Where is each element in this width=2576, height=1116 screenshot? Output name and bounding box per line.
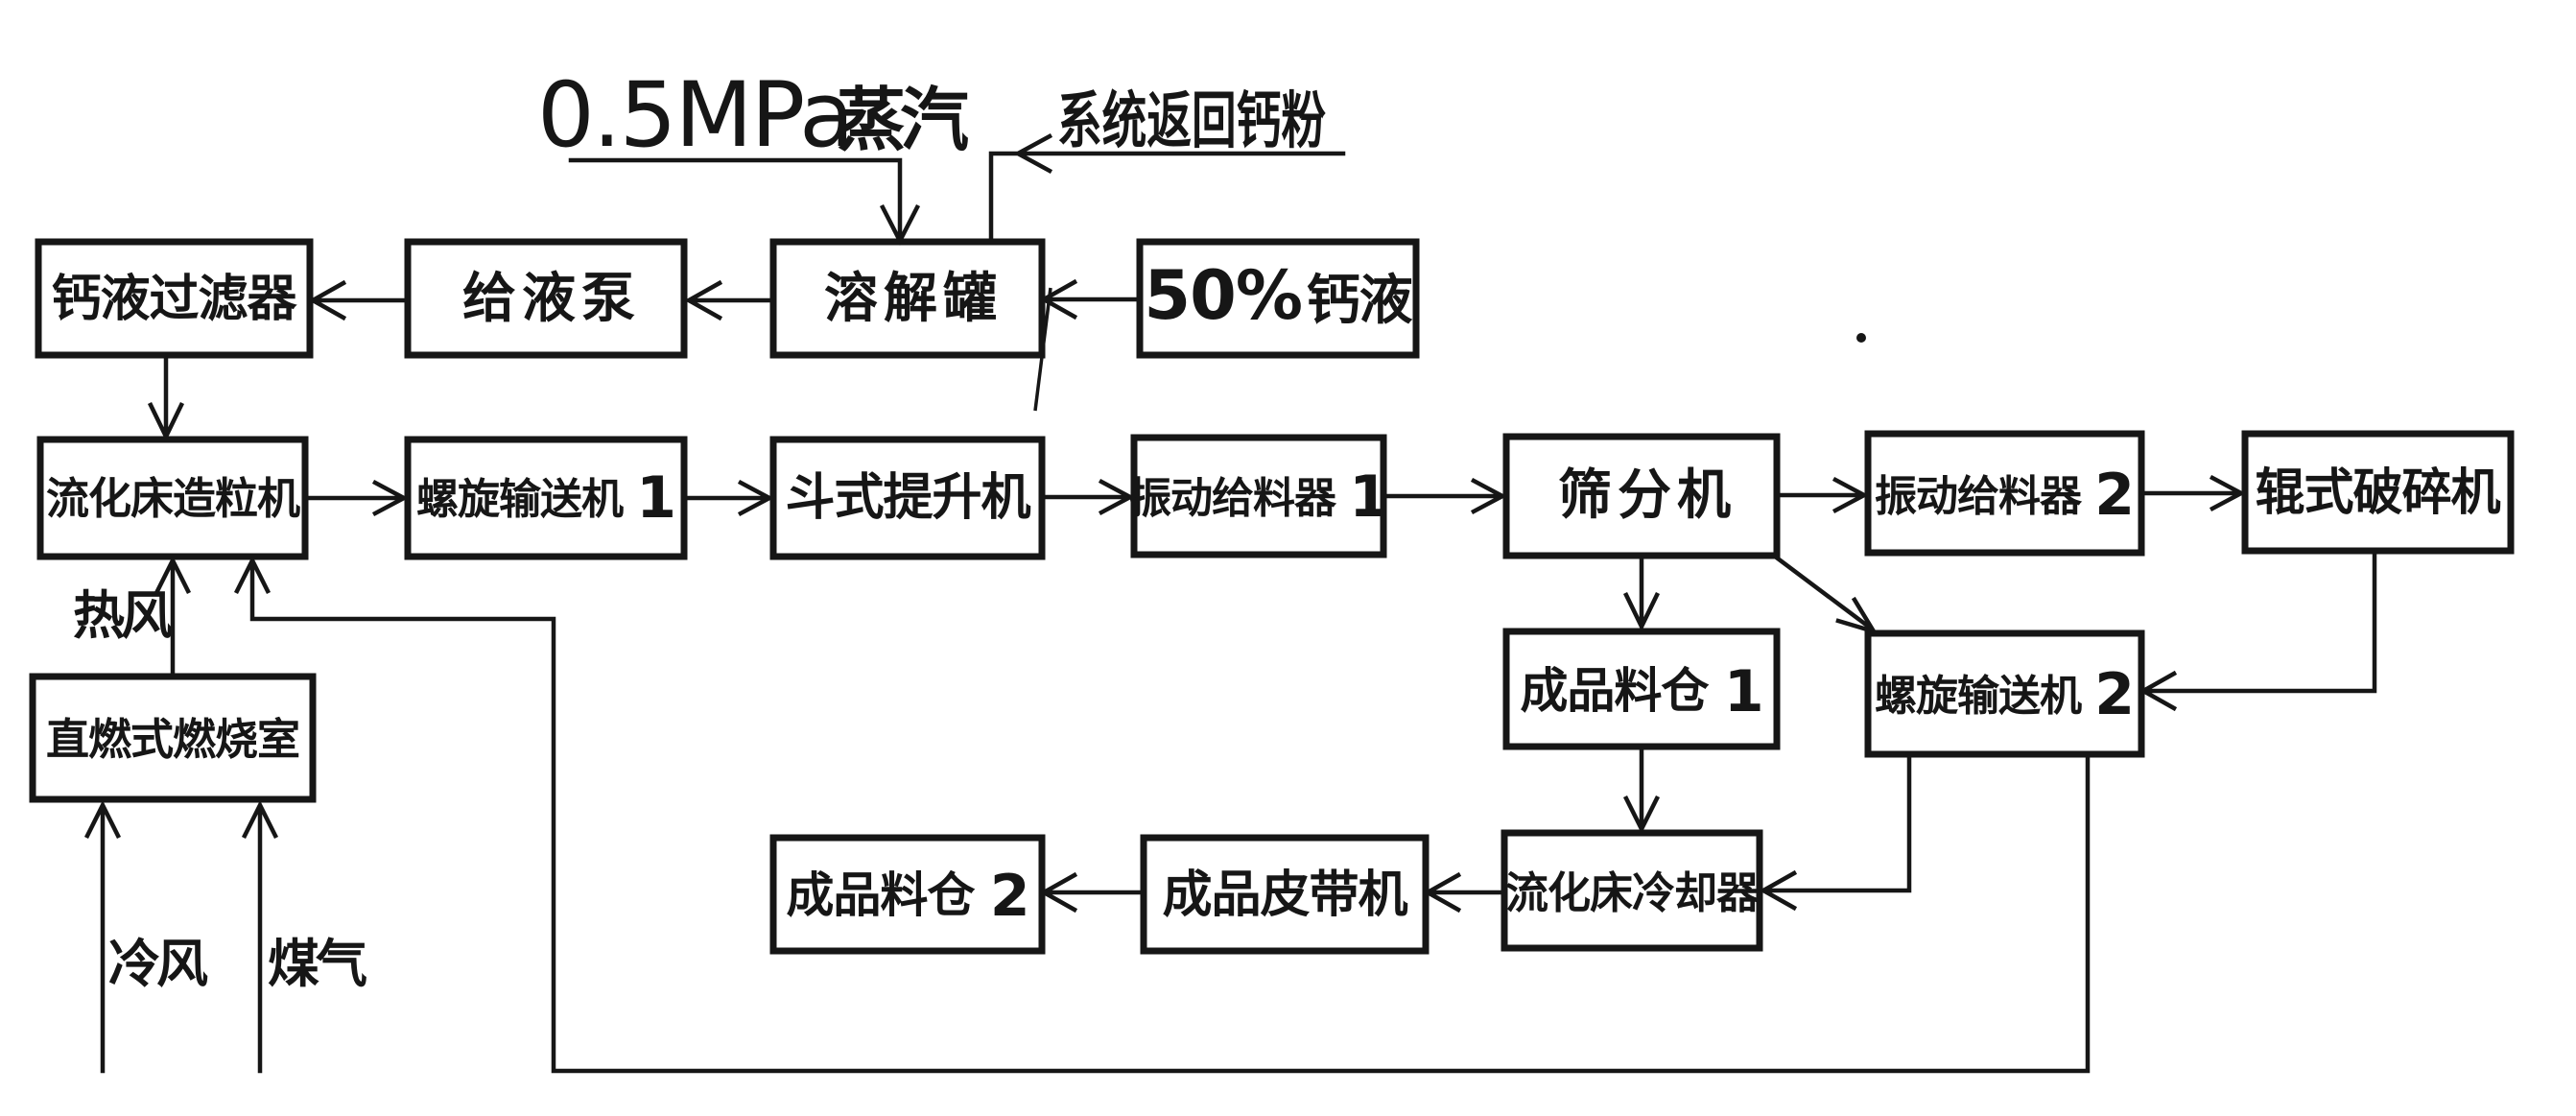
box-product-belt-conveyor: 成品皮带机 (1140, 834, 1430, 955)
box-roller-crusher: 辊式破碎机 (2241, 430, 2515, 555)
box-vibrating-feeder-2: 振动给料器 2 (1864, 430, 2145, 557)
steam-label: 蒸汽 (837, 80, 968, 160)
system-return-line (988, 132, 1346, 243)
fluidized-bed-granulator-label: 流化床造粒机 (46, 473, 300, 524)
feed-liquid-pump-outline (404, 238, 688, 359)
vibrating-feeder-2-number: 2 (2094, 462, 2134, 529)
calcium-solution-50-outline (1136, 238, 1420, 359)
product-belt-conveyor-label: 成品皮带机 (1162, 867, 1407, 924)
box-calcium-solution-50: 50% 钙液 (1136, 238, 1420, 359)
roller-crusher-outline (2241, 430, 2515, 555)
conn-feeder2-to-crusher (2139, 474, 2246, 512)
conn-tank-to-pump (684, 279, 772, 321)
conn-recycle-loop (233, 555, 2091, 1074)
conn-screw2-to-cooler (1759, 751, 1912, 912)
annotations: 0.5MPa 蒸汽 系统返回钙粉 热风 冷风 煤气 (73, 63, 1326, 994)
box-bucket-elevator: 斗式提升机 (769, 436, 1046, 560)
conn-screen-to-screw2-diagonal (1770, 552, 1879, 635)
conn-silo1-to-cooler (1622, 744, 1661, 835)
conn-filter-to-granulator (147, 352, 185, 442)
calcium-solution-50-prefix: 50% (1144, 256, 1302, 335)
product-silo-2-outline (769, 834, 1046, 955)
conn-screen-to-feeder2 (1774, 476, 1869, 514)
product-silo-1-label: 成品料仓 1 (1520, 658, 1762, 725)
product-silo-1-text: 成品料仓 (1520, 663, 1710, 719)
box-dissolving-tank: 溶解罐 (769, 238, 1046, 359)
vibrating-feeder-1-text: 振动给料器 (1129, 474, 1337, 523)
vibrating-feeder-1-label: 振动给料器 1 (1129, 463, 1388, 531)
screw-conveyor-1-label: 螺旋输送机 1 (416, 464, 675, 532)
fluidized-bed-cooler-outline (1501, 829, 1763, 952)
box-product-silo-2: 成品料仓 2 (769, 834, 1046, 955)
vibrating-feeder-2-outline (1864, 430, 2145, 557)
calcium-liquid-filter-outline (35, 238, 314, 359)
vibrating-feeder-2-text: 振动给料器 (1875, 472, 2083, 521)
calcium-liquid-filter-label: 钙液过滤器 (51, 271, 297, 328)
box-fluidized-bed-cooler: 流化床冷却器 (1501, 829, 1763, 952)
conn-belt-to-silo2 (1039, 871, 1146, 914)
bucket-elevator-label: 斗式提升机 (785, 469, 1030, 527)
screw-conveyor-2-label: 螺旋输送机 2 (1875, 661, 2134, 728)
conn-cold-air (83, 799, 122, 1074)
conn-elevator-to-feeder1 (1039, 478, 1135, 516)
roller-crusher-label: 辊式破碎机 (2255, 464, 2500, 522)
hot-air-label: 热风 (73, 585, 173, 646)
conn-screw1-to-elevator (681, 479, 774, 517)
bucket-elevator-outline (769, 436, 1046, 560)
conn-coal-gas (241, 799, 279, 1074)
screw-conveyor-2-text: 螺旋输送机 (1875, 672, 2082, 721)
conn-granulator-to-screw1 (302, 479, 409, 517)
product-silo-1-number: 1 (1724, 658, 1763, 725)
steam-pressure-label: 0.5MPa (537, 63, 853, 168)
box-screening-machine: 筛分机 (1502, 433, 1781, 559)
cold-air-label: 冷风 (108, 934, 208, 994)
process-boxes: 钙液过滤器 给液泵 溶解罐 50% 钙液 流化床造粒机 螺旋输送机 1 (29, 238, 2515, 955)
steam-supply-line (568, 157, 921, 246)
product-silo-2-text: 成品料仓 (786, 867, 976, 923)
conn-solution-to-tank (1039, 278, 1143, 321)
product-silo-2-label: 成品料仓 2 (786, 863, 1028, 930)
product-belt-conveyor-outline (1140, 834, 1430, 955)
fluidized-bed-cooler-label: 流化床冷却器 (1505, 867, 1761, 918)
calcium-solution-50-label: 50% 钙液 (1144, 256, 1412, 335)
vibrating-feeder-1-number: 1 (1349, 463, 1388, 531)
feed-liquid-pump-label: 给液泵 (462, 268, 641, 330)
box-feed-liquid-pump: 给液泵 (404, 238, 688, 359)
screw-conveyor-2-outline (1864, 629, 2145, 758)
screw-conveyor-1-number: 1 (636, 464, 675, 532)
product-silo-1-outline (1502, 628, 1781, 750)
screening-machine-outline (1502, 433, 1781, 559)
calcium-solution-50-text: 钙液 (1307, 270, 1413, 332)
box-fluidized-bed-granulator: 流化床造粒机 (36, 436, 309, 560)
system-return-label: 系统返回钙粉 (1057, 86, 1326, 157)
coal-gas-label: 煤气 (268, 934, 366, 994)
screw-conveyor-2-number: 2 (2094, 661, 2134, 728)
conn-hot-air (154, 555, 192, 679)
dissolving-tank-label: 溶解罐 (824, 268, 1003, 330)
box-direct-fired-combustion-chamber: 直燃式燃烧室 (29, 673, 317, 803)
conn-pump-to-filter (308, 279, 411, 321)
conn-crusher-to-screw2 (2139, 548, 2377, 712)
conn-feeder1-to-screen (1381, 477, 1507, 515)
box-screw-conveyor-2: 螺旋输送机 2 (1864, 629, 2145, 758)
dissolving-tank-outline (769, 238, 1046, 359)
box-product-silo-1: 成品料仓 1 (1502, 628, 1781, 750)
screw-conveyor-1-outline (404, 436, 688, 560)
screening-machine-label: 筛分机 (1558, 464, 1737, 527)
vibrating-feeder-2-label: 振动给料器 2 (1875, 462, 2134, 529)
direct-fired-combustion-chamber-label: 直燃式燃烧室 (46, 714, 299, 765)
direct-fired-combustion-chamber-outline (29, 673, 317, 803)
fluidized-bed-granulator-outline (36, 436, 309, 560)
conn-screen-to-silo1 (1622, 553, 1661, 632)
scan-speck (1856, 333, 1866, 343)
box-screw-conveyor-1: 螺旋输送机 1 (404, 436, 688, 560)
screw-conveyor-1-text: 螺旋输送机 (416, 475, 624, 524)
box-vibrating-feeder-1: 振动给料器 1 (1129, 434, 1389, 558)
vibrating-feeder-1-outline (1130, 434, 1387, 558)
conn-cooler-to-belt (1423, 871, 1507, 914)
box-calcium-liquid-filter: 钙液过滤器 (35, 238, 314, 359)
product-silo-2-number: 2 (990, 863, 1029, 930)
